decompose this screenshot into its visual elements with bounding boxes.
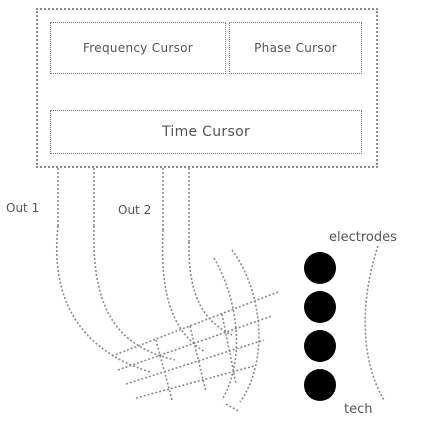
cursor-panel: Frequency Cursor Phase Cursor Time Curso…	[36, 8, 378, 168]
electrode-4	[304, 369, 336, 401]
electrode-bracket	[364, 245, 385, 401]
left-signal-label: Out 1	[6, 201, 40, 215]
curve-wire-4	[188, 241, 233, 336]
curve-wire-1	[56, 225, 151, 373]
mid-signal-label: Out 2	[118, 203, 152, 217]
electrodes-label: electrodes	[329, 230, 397, 245]
grid-line-4	[135, 365, 255, 399]
grid-line-3	[125, 339, 265, 385]
time-cursor-box: Time Cursor	[50, 110, 362, 154]
ribbon-curve-outer	[231, 249, 260, 403]
grid-line-2	[117, 315, 273, 371]
ribbon-curve-inner	[213, 257, 238, 401]
electrode-1	[304, 252, 336, 284]
electrode-3	[304, 330, 336, 362]
tech-label: tech	[344, 402, 373, 417]
tail-line	[225, 403, 241, 413]
curve-wire-2	[93, 225, 176, 361]
frequency-cursor-box: Frequency Cursor	[50, 22, 226, 74]
grid-line-1	[111, 291, 279, 357]
phase-cursor-box: Phase Cursor	[229, 22, 362, 74]
grid-line-6	[189, 325, 207, 393]
electrode-2	[304, 291, 336, 323]
